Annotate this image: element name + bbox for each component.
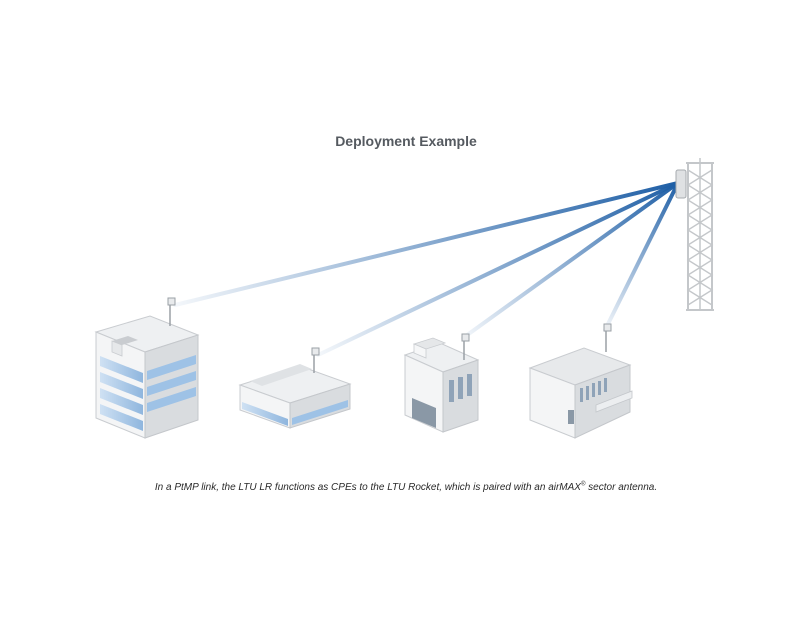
caption-text-end: sector antenna. [585,482,658,494]
diagram-caption: In a PtMP link, the LTU LR functions as … [0,482,812,493]
diagram-title: Deployment Example [335,133,477,149]
cpe-antenna [167,297,176,306]
link-to-mid-building [461,181,680,340]
cpe-antenna [461,333,470,342]
cpe-antenna [603,323,612,332]
registered-mark: ® [580,482,586,488]
sector-antenna [675,169,687,199]
wireless-links [173,181,680,357]
link-to-house [603,181,680,332]
low-office-building [238,347,352,429]
link-to-low-building [316,181,680,357]
office-tower-building [94,297,200,439]
caption-text: In a PtMP link, the LTU LR functions as … [154,482,581,494]
cpe-antenna [311,347,320,356]
lattice-tower [686,158,714,311]
house-building [528,323,633,439]
link-to-office-tower [173,181,680,307]
mid-rise-building [403,333,480,433]
